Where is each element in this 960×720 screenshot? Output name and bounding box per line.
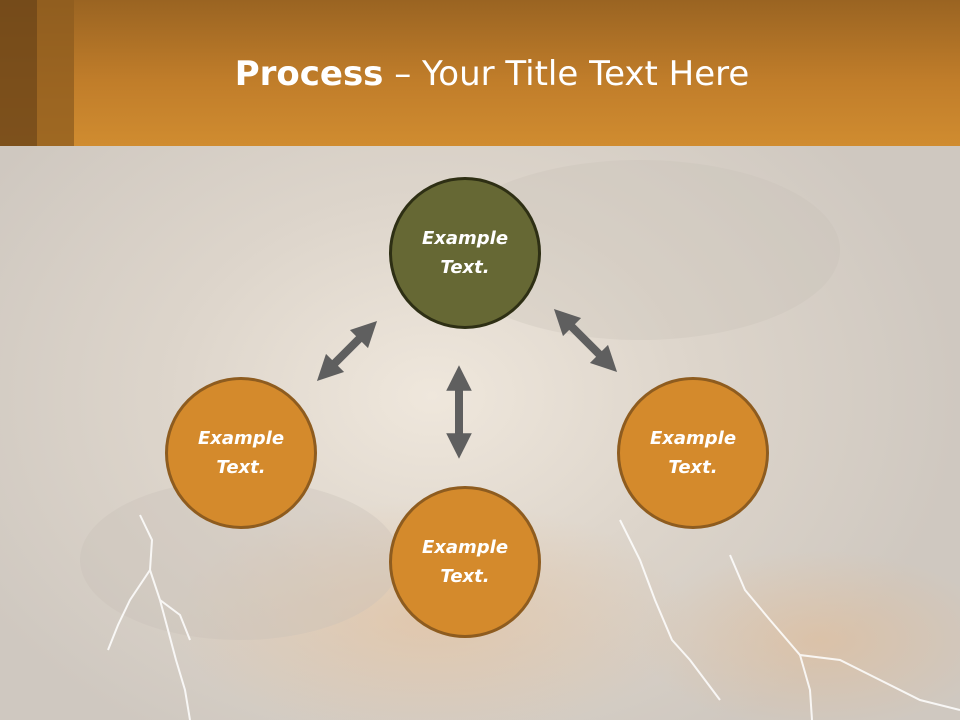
node-label: Example Text. (649, 428, 737, 478)
slide-title[interactable]: Process – Your Title Text Here (0, 52, 960, 96)
process-node-right[interactable]: Example Text. (617, 377, 769, 529)
node-label: Example Text. (421, 537, 509, 587)
node-label: Example Text. (197, 428, 285, 478)
lightning-bolts (107, 514, 960, 720)
decorative-stripe (37, 0, 74, 146)
double-arrow-left[interactable] (316, 320, 378, 382)
node-label: Example Text. (421, 228, 509, 278)
title-rest-part: – Your Title Text Here (383, 54, 750, 94)
decorative-stripe (0, 0, 37, 146)
process-node-top[interactable]: Example Text. (389, 177, 541, 329)
title-bar (0, 0, 960, 146)
title-bold-part: Process (234, 54, 384, 94)
process-node-left[interactable]: Example Text. (165, 377, 317, 529)
double-arrow-right[interactable] (553, 308, 618, 373)
process-node-bottom[interactable]: Example Text. (389, 486, 541, 638)
